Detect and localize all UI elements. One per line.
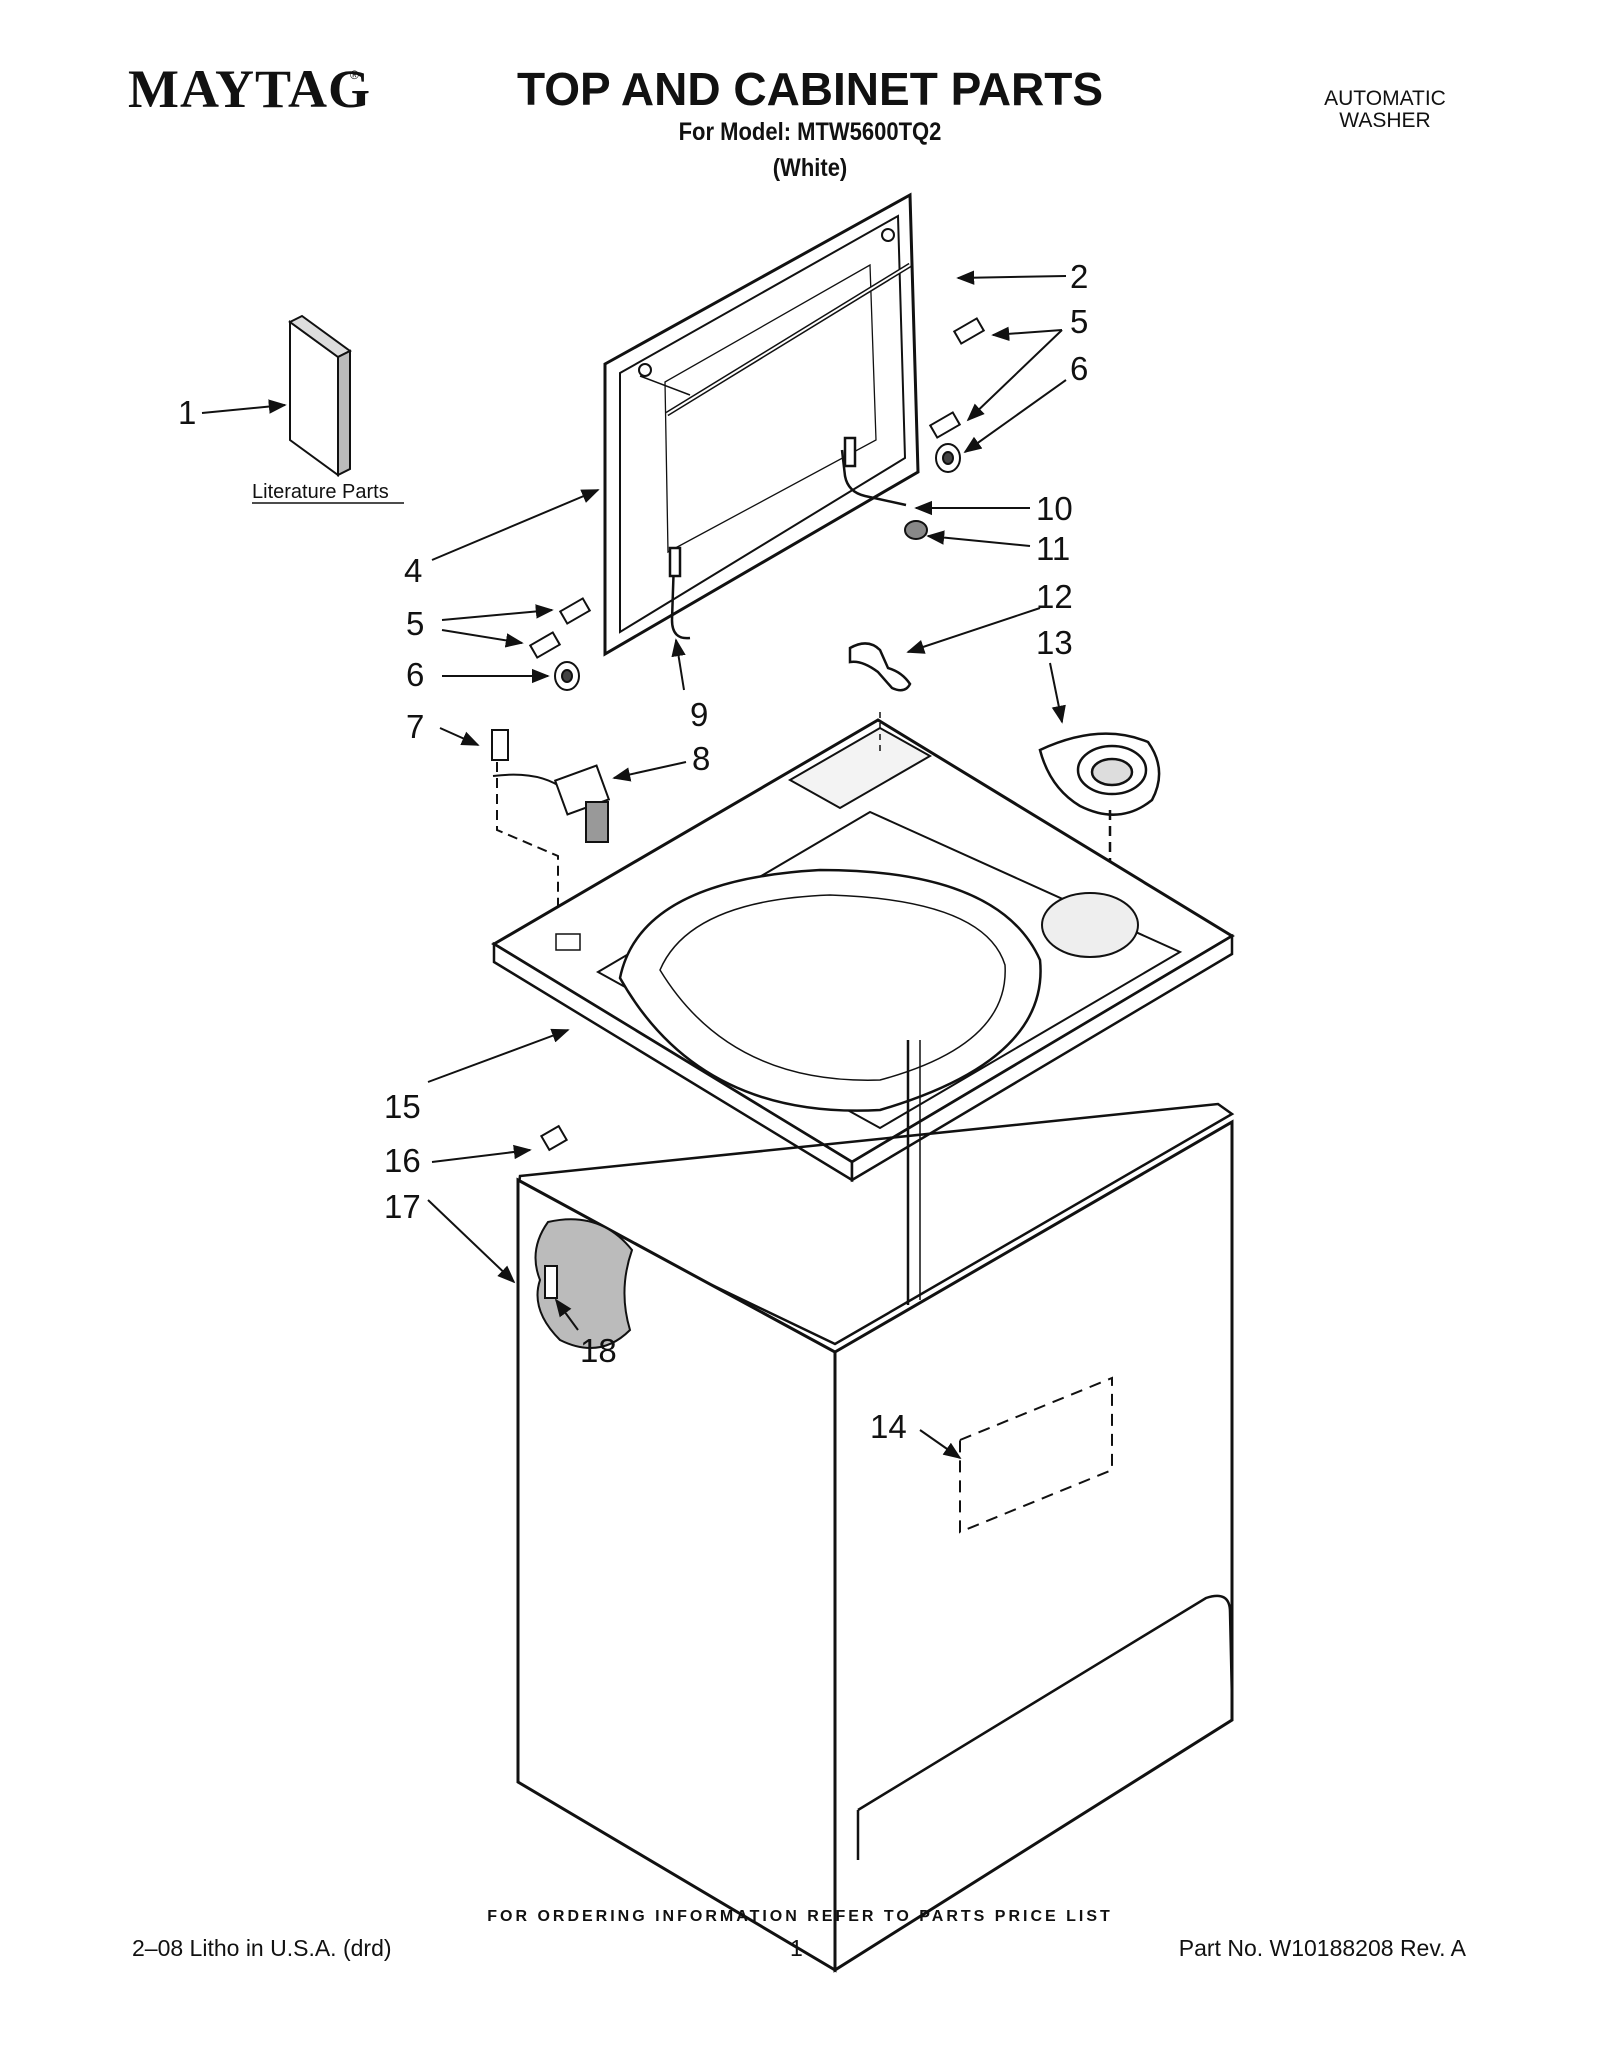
callout-2: 2: [1070, 258, 1088, 295]
cabinet: [516, 1040, 1235, 1973]
callout-5-top: 5: [1070, 303, 1088, 340]
hinge-clip: [848, 642, 912, 692]
callout-18: 18: [580, 1332, 617, 1369]
callout-6-left: 6: [406, 656, 424, 693]
product-line-1: AUTOMATIC: [1324, 87, 1446, 110]
part-number: Part No. W10188208 Rev. A: [1178, 1935, 1466, 1961]
callout-17: 17: [384, 1188, 421, 1225]
model-line: For Model: MTW5600TQ2: [678, 118, 942, 146]
registered-mark: ®: [350, 68, 359, 82]
callout-12: 12: [1036, 578, 1073, 615]
brand-logo: MAYTAG: [128, 59, 372, 119]
leader-lines: [201, 270, 1067, 1460]
page-title: TOP AND CABINET PARTS: [516, 63, 1104, 115]
ordering-note: FOR ORDERING INFORMATION REFER TO PARTS …: [487, 1908, 1113, 1925]
callout-1: 1: [178, 394, 196, 431]
callout-13: 13: [1036, 624, 1073, 661]
cabinet-clip: [539, 1124, 569, 1152]
callout-numbers: 1 2 5 6 4 5 6 10 11 12 13 9 7 8 15 16 17…: [178, 258, 1088, 1445]
callout-10: 10: [1036, 490, 1073, 527]
callout-14: 14: [870, 1408, 907, 1445]
literature-parts-label: Literature Parts: [252, 481, 389, 503]
callout-4: 4: [404, 552, 422, 589]
hinge-screws: [528, 317, 986, 659]
callout-9: 9: [690, 696, 708, 733]
callout-16: 16: [384, 1142, 421, 1179]
callout-11: 11: [1036, 530, 1070, 567]
washer-lid: [603, 192, 920, 657]
top-panel: [491, 712, 1235, 1183]
bleach-dispenser: [1038, 732, 1161, 955]
color-line: (White): [772, 154, 848, 182]
callout-8: 8: [692, 740, 710, 777]
callout-7: 7: [406, 708, 424, 745]
litho-info: 2–08 Litho in U.S.A. (drd): [132, 1935, 392, 1961]
callout-5-left: 5: [406, 605, 424, 642]
hinge-bumpers: [554, 443, 961, 691]
hinge-rods: [668, 436, 907, 640]
literature-booklet: [288, 314, 352, 477]
product-type: AUTOMATIC WASHER: [1290, 88, 1480, 132]
callout-15: 15: [384, 1088, 421, 1125]
lid-switch: [491, 729, 611, 940]
page-number: 1: [790, 1935, 803, 1961]
product-line-2: WASHER: [1339, 109, 1431, 132]
callout-6-top: 6: [1070, 350, 1088, 387]
